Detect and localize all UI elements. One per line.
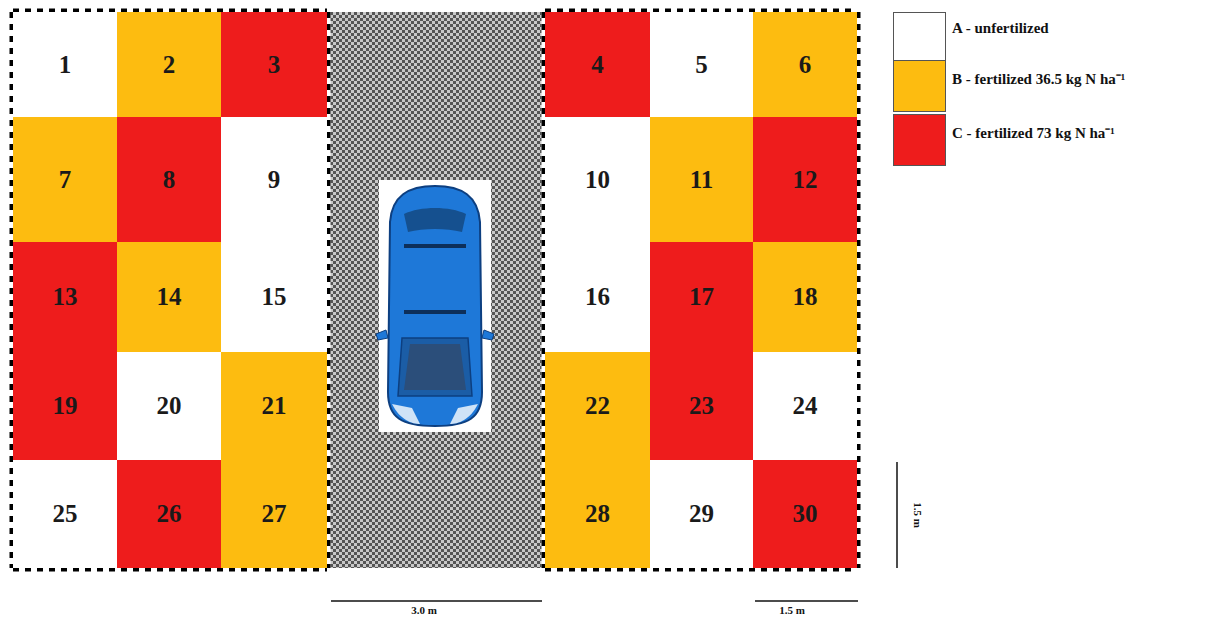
- legend-swatch: [893, 60, 946, 112]
- plot-number: 11: [690, 166, 714, 194]
- plot-cell: 22: [545, 352, 650, 460]
- plot-cell: 27: [221, 460, 327, 568]
- plot-cell: 9: [221, 117, 327, 242]
- plot-number: 27: [262, 500, 287, 528]
- plot-number: 20: [157, 392, 182, 420]
- plot-cell: 26: [117, 460, 221, 568]
- legend-label: B - fertilized 36.5 kg N ha⁻¹: [952, 68, 1125, 88]
- plot-number: 5: [695, 51, 708, 79]
- plot-cell: 23: [650, 352, 753, 460]
- car-backdrop: [379, 180, 491, 432]
- plot-number: 22: [585, 392, 610, 420]
- plot-number: 10: [585, 166, 610, 194]
- plot-number: 13: [53, 283, 78, 311]
- plot-number: 7: [59, 166, 72, 194]
- car-illustration: [376, 186, 494, 426]
- plot-cell: 15: [221, 242, 327, 352]
- plot-number: 3: [268, 51, 281, 79]
- plot-number: 15: [262, 283, 287, 311]
- plot-cell: 25: [13, 460, 117, 568]
- plot-number: 25: [53, 500, 78, 528]
- plot-cell: 29: [650, 460, 753, 568]
- plot-cell: 10: [545, 117, 650, 242]
- plot-cell: 13: [13, 242, 117, 352]
- plot-cell: 24: [753, 352, 857, 460]
- plot-cell: 1: [13, 12, 117, 117]
- plot-number: 12: [793, 166, 818, 194]
- plot-number: 14: [157, 283, 182, 311]
- plot-cell: 7: [13, 117, 117, 242]
- plot-cell: 21: [221, 352, 327, 460]
- legend-swatch: [893, 114, 946, 166]
- plot-cell: 14: [117, 242, 221, 352]
- plot-cell: 8: [117, 117, 221, 242]
- plot-number: 1: [59, 51, 72, 79]
- plot-number: 18: [793, 283, 818, 311]
- plot-number: 24: [793, 392, 818, 420]
- plot-cell: 17: [650, 242, 753, 352]
- plot-number: 29: [689, 500, 714, 528]
- plot-cell: 30: [753, 460, 857, 568]
- plot-cell: 19: [13, 352, 117, 460]
- plot-number: 16: [585, 283, 610, 311]
- plot-borders: [13, 12, 857, 568]
- plot-cell: 28: [545, 460, 650, 568]
- plot-number: 4: [591, 51, 604, 79]
- plot-number: 8: [163, 166, 176, 194]
- plot-cell: 11: [650, 117, 753, 242]
- plot-cell: 3: [221, 12, 327, 117]
- plot-number: 28: [585, 500, 610, 528]
- plot-cell: 12: [753, 117, 857, 242]
- plot-number: 6: [799, 51, 812, 79]
- scale-label: 3.0 m: [410, 604, 438, 616]
- scale-label: 1.5 m: [912, 501, 924, 529]
- plot-cell: 20: [117, 352, 221, 460]
- plot-number: 9: [268, 166, 281, 194]
- plot-number: 21: [262, 392, 287, 420]
- plot-number: 17: [689, 283, 714, 311]
- plot-cell: 18: [753, 242, 857, 352]
- plot-cell: 6: [753, 12, 857, 117]
- plot-number: 19: [53, 392, 78, 420]
- plot-cell: 2: [117, 12, 221, 117]
- plot-cell: 4: [545, 12, 650, 117]
- plot-number: 23: [689, 392, 714, 420]
- legend-swatch: [893, 12, 946, 64]
- plot-number: 30: [793, 500, 818, 528]
- plot-cell: 16: [545, 242, 650, 352]
- legend-label: A - unfertilized: [952, 20, 1049, 37]
- scale-label: 1.5 m: [778, 604, 806, 616]
- driveway-strip: [330, 12, 544, 568]
- plot-cell: 5: [650, 12, 753, 117]
- plot-number: 26: [157, 500, 182, 528]
- plot-number: 2: [163, 51, 176, 79]
- legend-label: C - fertilized 73 kg N ha⁻¹: [952, 122, 1115, 142]
